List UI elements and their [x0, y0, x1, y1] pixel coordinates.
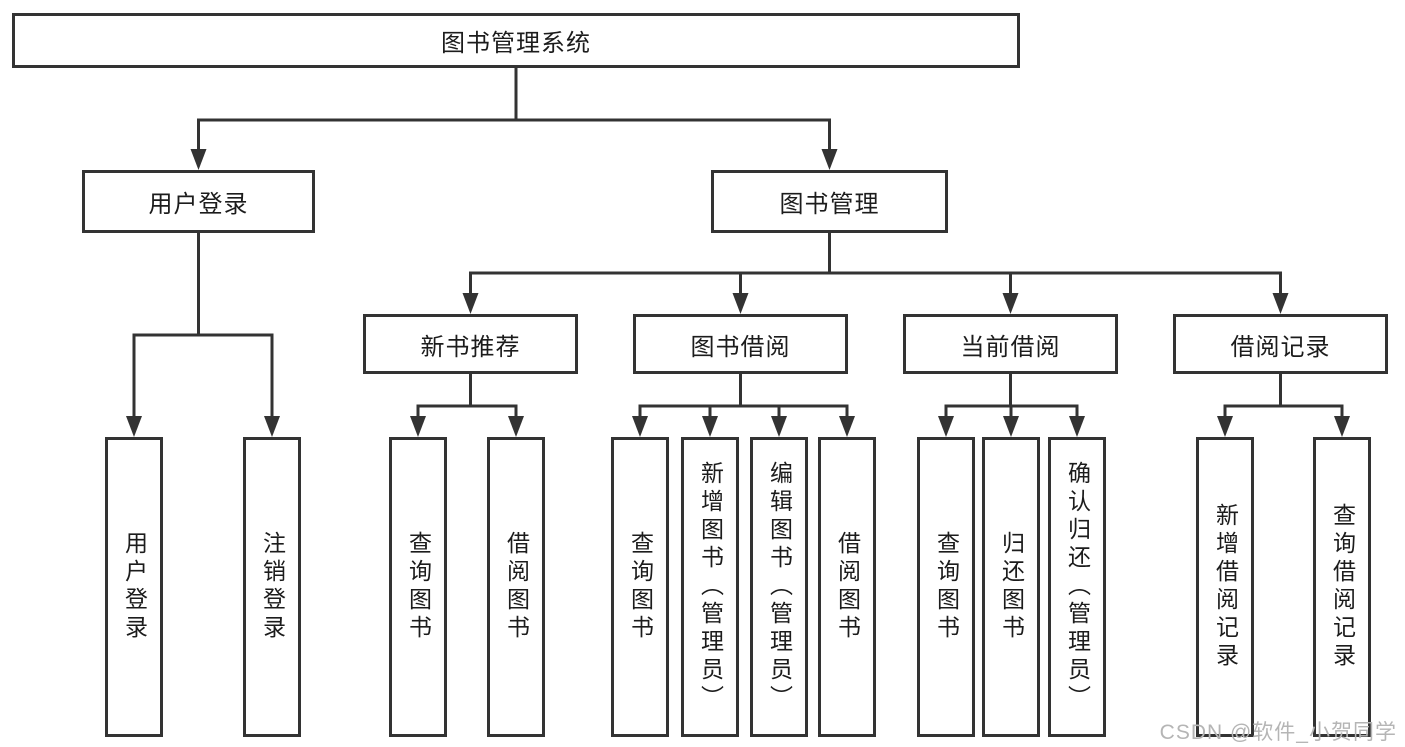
arrow-head-icon: [410, 416, 426, 437]
arrow-head-icon: [462, 293, 479, 314]
arrow-head-icon: [264, 416, 280, 437]
node-borrow-records: 借阅记录: [1173, 314, 1388, 374]
leaf-query-books: 查询图书: [917, 437, 975, 737]
leaf-borrow-books: 借阅图书: [818, 437, 876, 737]
arrow-head-icon: [821, 149, 838, 170]
node-current-borrow: 当前借阅: [903, 314, 1118, 374]
leaf-query-borrow-record: 查询借阅记录: [1313, 437, 1371, 737]
node-user-login: 用户登录: [82, 170, 315, 233]
arrow-head-icon: [702, 416, 718, 437]
leaf-borrow-books: 借阅图书: [487, 437, 545, 737]
leaf-query-books: 查询图书: [389, 437, 447, 737]
arrow-head-icon: [1217, 416, 1233, 437]
arrow-head-icon: [771, 416, 787, 437]
arrow-head-icon: [1002, 293, 1019, 314]
arrow-head-icon: [1069, 416, 1085, 437]
leaf-return-books: 归还图书: [982, 437, 1040, 737]
watermark: CSDN @软件_小贺同学: [1159, 721, 1397, 744]
leaf-edit-books-admin: 编辑图书（管理员）: [750, 437, 808, 737]
leaf-confirm-return-admin: 确认归还（管理员）: [1048, 437, 1106, 737]
node-book-management: 图书管理: [711, 170, 948, 233]
leaf-query-books: 查询图书: [611, 437, 669, 737]
arrow-head-icon: [632, 416, 648, 437]
leaf-logout: 注销登录: [243, 437, 301, 737]
arrow-head-icon: [938, 416, 954, 437]
leaf-add-borrow-record: 新增借阅记录: [1196, 437, 1254, 737]
arrow-head-icon: [190, 149, 207, 170]
node-root-system: 图书管理系统: [12, 13, 1020, 68]
node-book-borrow: 图书借阅: [633, 314, 848, 374]
arrow-head-icon: [732, 293, 749, 314]
arrow-head-icon: [1272, 293, 1289, 314]
node-new-book-recommend: 新书推荐: [363, 314, 578, 374]
arrow-head-icon: [126, 416, 142, 437]
arrow-head-icon: [1334, 416, 1350, 437]
arrow-head-icon: [1003, 416, 1019, 437]
arrow-head-icon: [508, 416, 524, 437]
arrow-head-icon: [839, 416, 855, 437]
leaf-user-login: 用户登录: [105, 437, 163, 737]
leaf-add-books-admin: 新增图书（管理员）: [681, 437, 739, 737]
